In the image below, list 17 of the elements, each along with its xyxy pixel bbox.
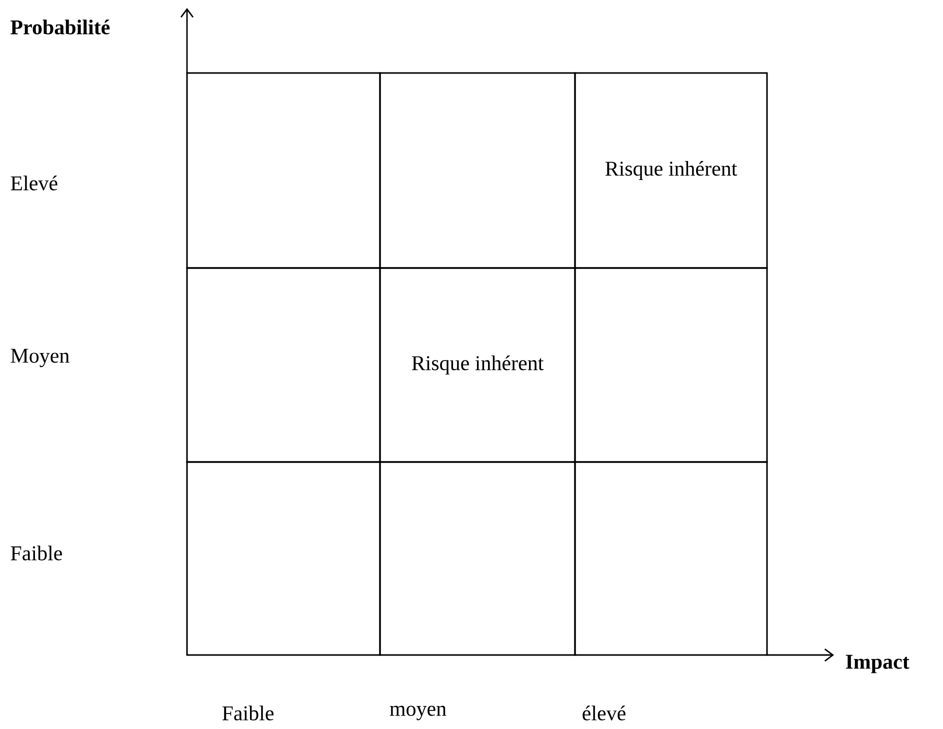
matrix-cell: Risque inhérent [379, 267, 576, 463]
axis-title: Probabilité [10, 20, 110, 34]
matrix-cell: Risque inhérent [574, 72, 768, 269]
matrix-cell [574, 267, 768, 463]
matrix-cell [574, 461, 768, 656]
column-label: Faible [222, 706, 274, 720]
column-label: élevé [582, 706, 626, 720]
matrix-cell [379, 461, 576, 656]
matrix-cell [379, 72, 576, 269]
column-label: moyen [390, 706, 446, 720]
row-label: Faible [10, 546, 62, 560]
row-label: Elevé [10, 176, 58, 190]
matrix-cell [186, 72, 381, 269]
axis-title: Impact [846, 654, 910, 674]
row-label: Moyen [10, 348, 70, 368]
matrix-cell [186, 267, 381, 463]
matrix-cell [186, 461, 381, 656]
